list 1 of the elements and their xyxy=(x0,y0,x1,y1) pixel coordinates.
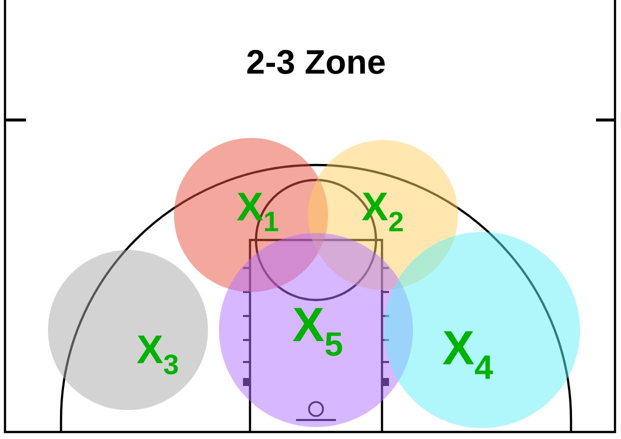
diagram-title: 2-3 Zone xyxy=(247,50,385,74)
